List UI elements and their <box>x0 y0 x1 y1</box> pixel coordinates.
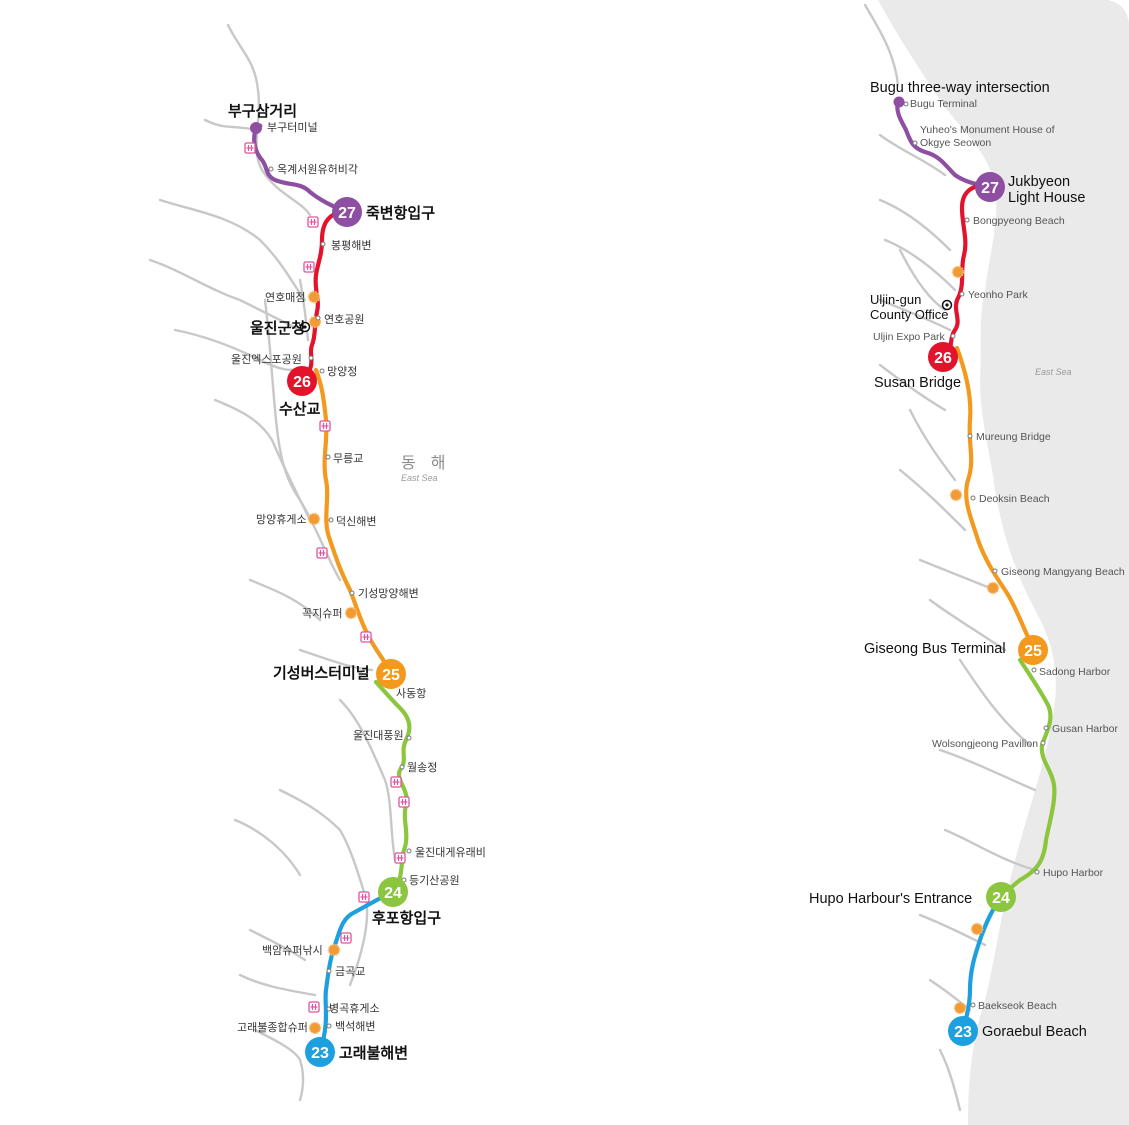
en-section-25-label: Giseong Bus Terminal <box>864 641 1006 657</box>
kr-badge-26: 26 <box>287 366 317 396</box>
en-start-marker <box>893 96 905 108</box>
kr-label-mangyangjeong: 망양정 <box>327 365 357 378</box>
kr-badge-23-number: 23 <box>311 1045 329 1062</box>
kr-label-baegam: 백암슈퍼낚시 <box>262 944 323 957</box>
en-label-gusan: Gusan Harbor <box>1052 723 1118 735</box>
en-badge-23: 23 <box>948 1016 978 1046</box>
kr-label-expo-park: 울진엑스포공원 <box>231 353 302 366</box>
kr-sea-label: 동 해 <box>401 453 451 472</box>
kr-label-baekseok: 백석해변 <box>335 1019 375 1033</box>
en-sea-area <box>878 0 1129 1125</box>
kr-badge-26-number: 26 <box>293 374 311 391</box>
en-start-label: Bugu three-way intersection <box>870 80 1050 96</box>
en-label-wolsongjeong: Wolsongjeong Pavilion <box>932 738 1038 750</box>
en-badge-26-number: 26 <box>934 350 952 367</box>
kr-sea-label-en: East Sea <box>401 473 438 483</box>
kr-label-byeonggok: 병곡휴게소 <box>329 1002 380 1015</box>
kr-badge-23: 23 <box>305 1037 335 1067</box>
en-badge-26: 26 <box>928 342 958 372</box>
korean-map: 27 26 25 24 23 부구삼거리 죽변항입구 울진군청 수산교 기성버스… <box>148 23 486 1102</box>
kr-section-23-label: 고래불해변 <box>339 1044 408 1062</box>
en-trail-27 <box>895 98 993 190</box>
kr-badge-25: 25 <box>376 659 406 689</box>
en-trail-24 <box>998 657 1057 900</box>
kr-label-yeonho-store: 연호매점 <box>265 291 305 304</box>
kr-office-label: 울진군청 <box>250 319 305 337</box>
kr-section-24-label: 후포항입구 <box>372 909 441 927</box>
en-badge-25-number: 25 <box>1024 643 1042 660</box>
en-label-yuheo-line2: Okgye Seowon <box>920 137 991 149</box>
kr-section-27-label: 죽변항입구 <box>366 204 435 222</box>
en-trail-25 <box>954 345 1037 653</box>
kr-label-deunggisan: 등기산공원 <box>409 874 460 887</box>
en-label-deoksin: Deoksin Beach <box>979 493 1050 505</box>
en-section-27-label-line1: Jukbyeon <box>1008 174 1070 190</box>
en-label-mureung: Mureung Bridge <box>976 431 1051 443</box>
kr-label-wolsongjeong: 월송정 <box>407 761 437 774</box>
kr-section-26-label: 수산교 <box>279 400 321 418</box>
en-office-label-line2: County Office <box>870 307 949 322</box>
kr-label-mangyang-rest: 망양휴게소 <box>256 513 307 526</box>
en-label-baekseok: Baekseok Beach <box>978 1000 1057 1012</box>
kr-section-25-label: 기성버스터미널 <box>273 664 370 682</box>
en-badge-23-number: 23 <box>954 1024 972 1041</box>
kr-label-mureung: 무릉교 <box>333 452 363 465</box>
kr-label-crab-monument: 울진대게유래비 <box>415 846 486 859</box>
en-label-yuheo-line1: Yuheo's Monument House of <box>920 124 1055 136</box>
en-badge-27-number: 27 <box>981 180 999 197</box>
kr-start-marker <box>250 122 262 134</box>
kr-label-gisung-mangyang: 기성망양해변 <box>358 586 419 600</box>
kr-badge-27: 27 <box>332 197 362 227</box>
en-label-expo-park: Uljin Expo Park <box>873 331 946 343</box>
kr-trail-27 <box>252 125 349 215</box>
kr-label-sadong: 사동항 <box>396 687 426 700</box>
en-trail-26 <box>940 183 993 359</box>
en-section-23-label: Goraebul Beach <box>982 1024 1087 1040</box>
en-badge-27: 27 <box>975 172 1005 202</box>
en-poi-markers <box>903 101 1049 1015</box>
kr-start-label: 부구삼거리 <box>228 102 297 120</box>
en-map-roads <box>863 3 1037 1112</box>
korean-map-roads <box>148 23 397 1102</box>
kr-label-deoksin: 덕신해변 <box>336 514 376 528</box>
kr-badge-25-number: 25 <box>382 667 400 684</box>
en-section-24-label: Hupo Harbour's Entrance <box>809 891 972 907</box>
kr-label-goraebul-super: 고래불종합슈퍼 <box>237 1021 308 1034</box>
en-label-hupo: Hupo Harbor <box>1043 867 1104 879</box>
en-section-27-label-line2: Light House <box>1008 190 1085 206</box>
en-sea-label: East Sea <box>1035 367 1072 377</box>
en-office-label-line1: Uljin-gun <box>870 292 921 307</box>
en-label-bongpyeong: Bongpyeong Beach <box>973 215 1065 227</box>
kr-label-geumgok: 금곡교 <box>335 965 365 978</box>
kr-trail-24 <box>373 679 412 895</box>
en-label-sadong: Sadong Harbor <box>1039 666 1111 678</box>
kr-office-marker <box>299 321 311 333</box>
kr-badge-27-number: 27 <box>338 205 356 222</box>
kr-label-daepung: 울진대풍원 <box>353 729 404 742</box>
kr-label-bugu-terminal: 부구터미널 <box>267 121 318 134</box>
kr-label-kkokji: 꼭지슈퍼 <box>302 607 342 620</box>
en-label-giseong-mangyang: Giseong Mangyang Beach <box>1001 566 1125 578</box>
en-badge-24-number: 24 <box>992 890 1010 907</box>
en-trail-23 <box>960 894 1004 1033</box>
en-badge-24: 24 <box>986 882 1016 912</box>
english-map: 27 26 25 24 23 Bugu three-way intersecti… <box>809 0 1129 1125</box>
kr-badge-24-number: 24 <box>384 885 402 902</box>
en-section-26-label: Susan Bridge <box>874 375 961 391</box>
en-office-marker <box>941 299 953 311</box>
kr-badge-24: 24 <box>378 877 408 907</box>
kr-label-yeonho-park: 연호공원 <box>324 313 364 326</box>
kr-label-okgye: 옥계서원유허비각 <box>277 163 358 176</box>
en-label-bugu-terminal: Bugu Terminal <box>910 98 977 110</box>
en-badge-25: 25 <box>1018 635 1048 665</box>
kr-label-bongpyeong: 봉평해변 <box>331 238 371 252</box>
en-label-yeonho-park: Yeonho Park <box>968 289 1028 301</box>
